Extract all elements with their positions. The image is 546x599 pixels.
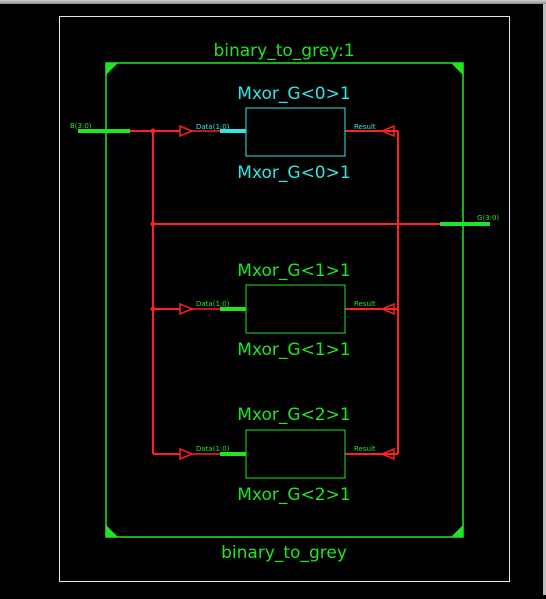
corner-marker-bottom-right [451, 525, 463, 537]
instance-mxor-g1[interactable]: Mxor_G<1>1 Data(1:0) Result Mxor_G<1>1 [179, 261, 395, 360]
instance-title: Mxor_G<0>1 [237, 84, 350, 104]
instance-input-pin-label: Data(1:0) [196, 445, 230, 453]
instance-footer: Mxor_G<2>1 [237, 485, 350, 505]
instance-footer: Mxor_G<0>1 [237, 163, 350, 183]
junction-dot [150, 221, 156, 227]
instance-title: Mxor_G<2>1 [237, 405, 350, 425]
output-port[interactable]: G(3:0) [440, 214, 499, 226]
input-buffer-triangle [179, 302, 194, 316]
corner-marker-bottom-left [106, 525, 118, 537]
instance-body [245, 107, 346, 157]
outer-block[interactable] [105, 62, 464, 538]
output-buffer-triangle [380, 302, 395, 316]
instance-output-pin-label: Result [354, 445, 376, 453]
corner-marker-top-left [106, 63, 118, 75]
instance-mxor-g0[interactable]: Mxor_G<0>1 Data(1:0) Result Mxor_G<0>1 [179, 84, 395, 183]
outer-block-border [105, 62, 464, 538]
window-top-border [0, 0, 546, 4]
input-port-label: B(3:0) [70, 122, 92, 130]
junction-dot [150, 128, 156, 134]
instance-body [245, 284, 346, 334]
output-port-label: G(3:0) [477, 214, 499, 222]
junction-dot [150, 306, 156, 312]
instance-output-pin-label: Result [354, 123, 376, 131]
corner-marker-top-right [451, 63, 463, 75]
input-buffer-triangle [179, 447, 194, 461]
input-buffer-triangle [179, 124, 194, 138]
instance-body [245, 429, 346, 479]
output-buffer-triangle [380, 124, 395, 138]
instance-footer: Mxor_G<1>1 [237, 340, 350, 360]
outer-block-footer: binary_to_grey [221, 543, 347, 563]
net-junctions [150, 128, 156, 312]
instance-title: Mxor_G<1>1 [237, 261, 350, 281]
input-port[interactable]: B(3:0) [70, 122, 130, 133]
instance-mxor-g2[interactable]: Mxor_G<2>1 Data(1:0) Result Mxor_G<2>1 [179, 405, 395, 505]
sheet-frame [59, 16, 510, 582]
instance-input-pin-label: Data(1:0) [196, 300, 230, 308]
window-scroll-edge [543, 4, 546, 595]
outer-block-title: binary_to_grey:1 [213, 41, 354, 61]
output-buffer-triangle [380, 447, 395, 461]
instance-input-pin-label: Data(1:0) [196, 123, 230, 131]
instance-output-pin-label: Result [354, 300, 376, 308]
